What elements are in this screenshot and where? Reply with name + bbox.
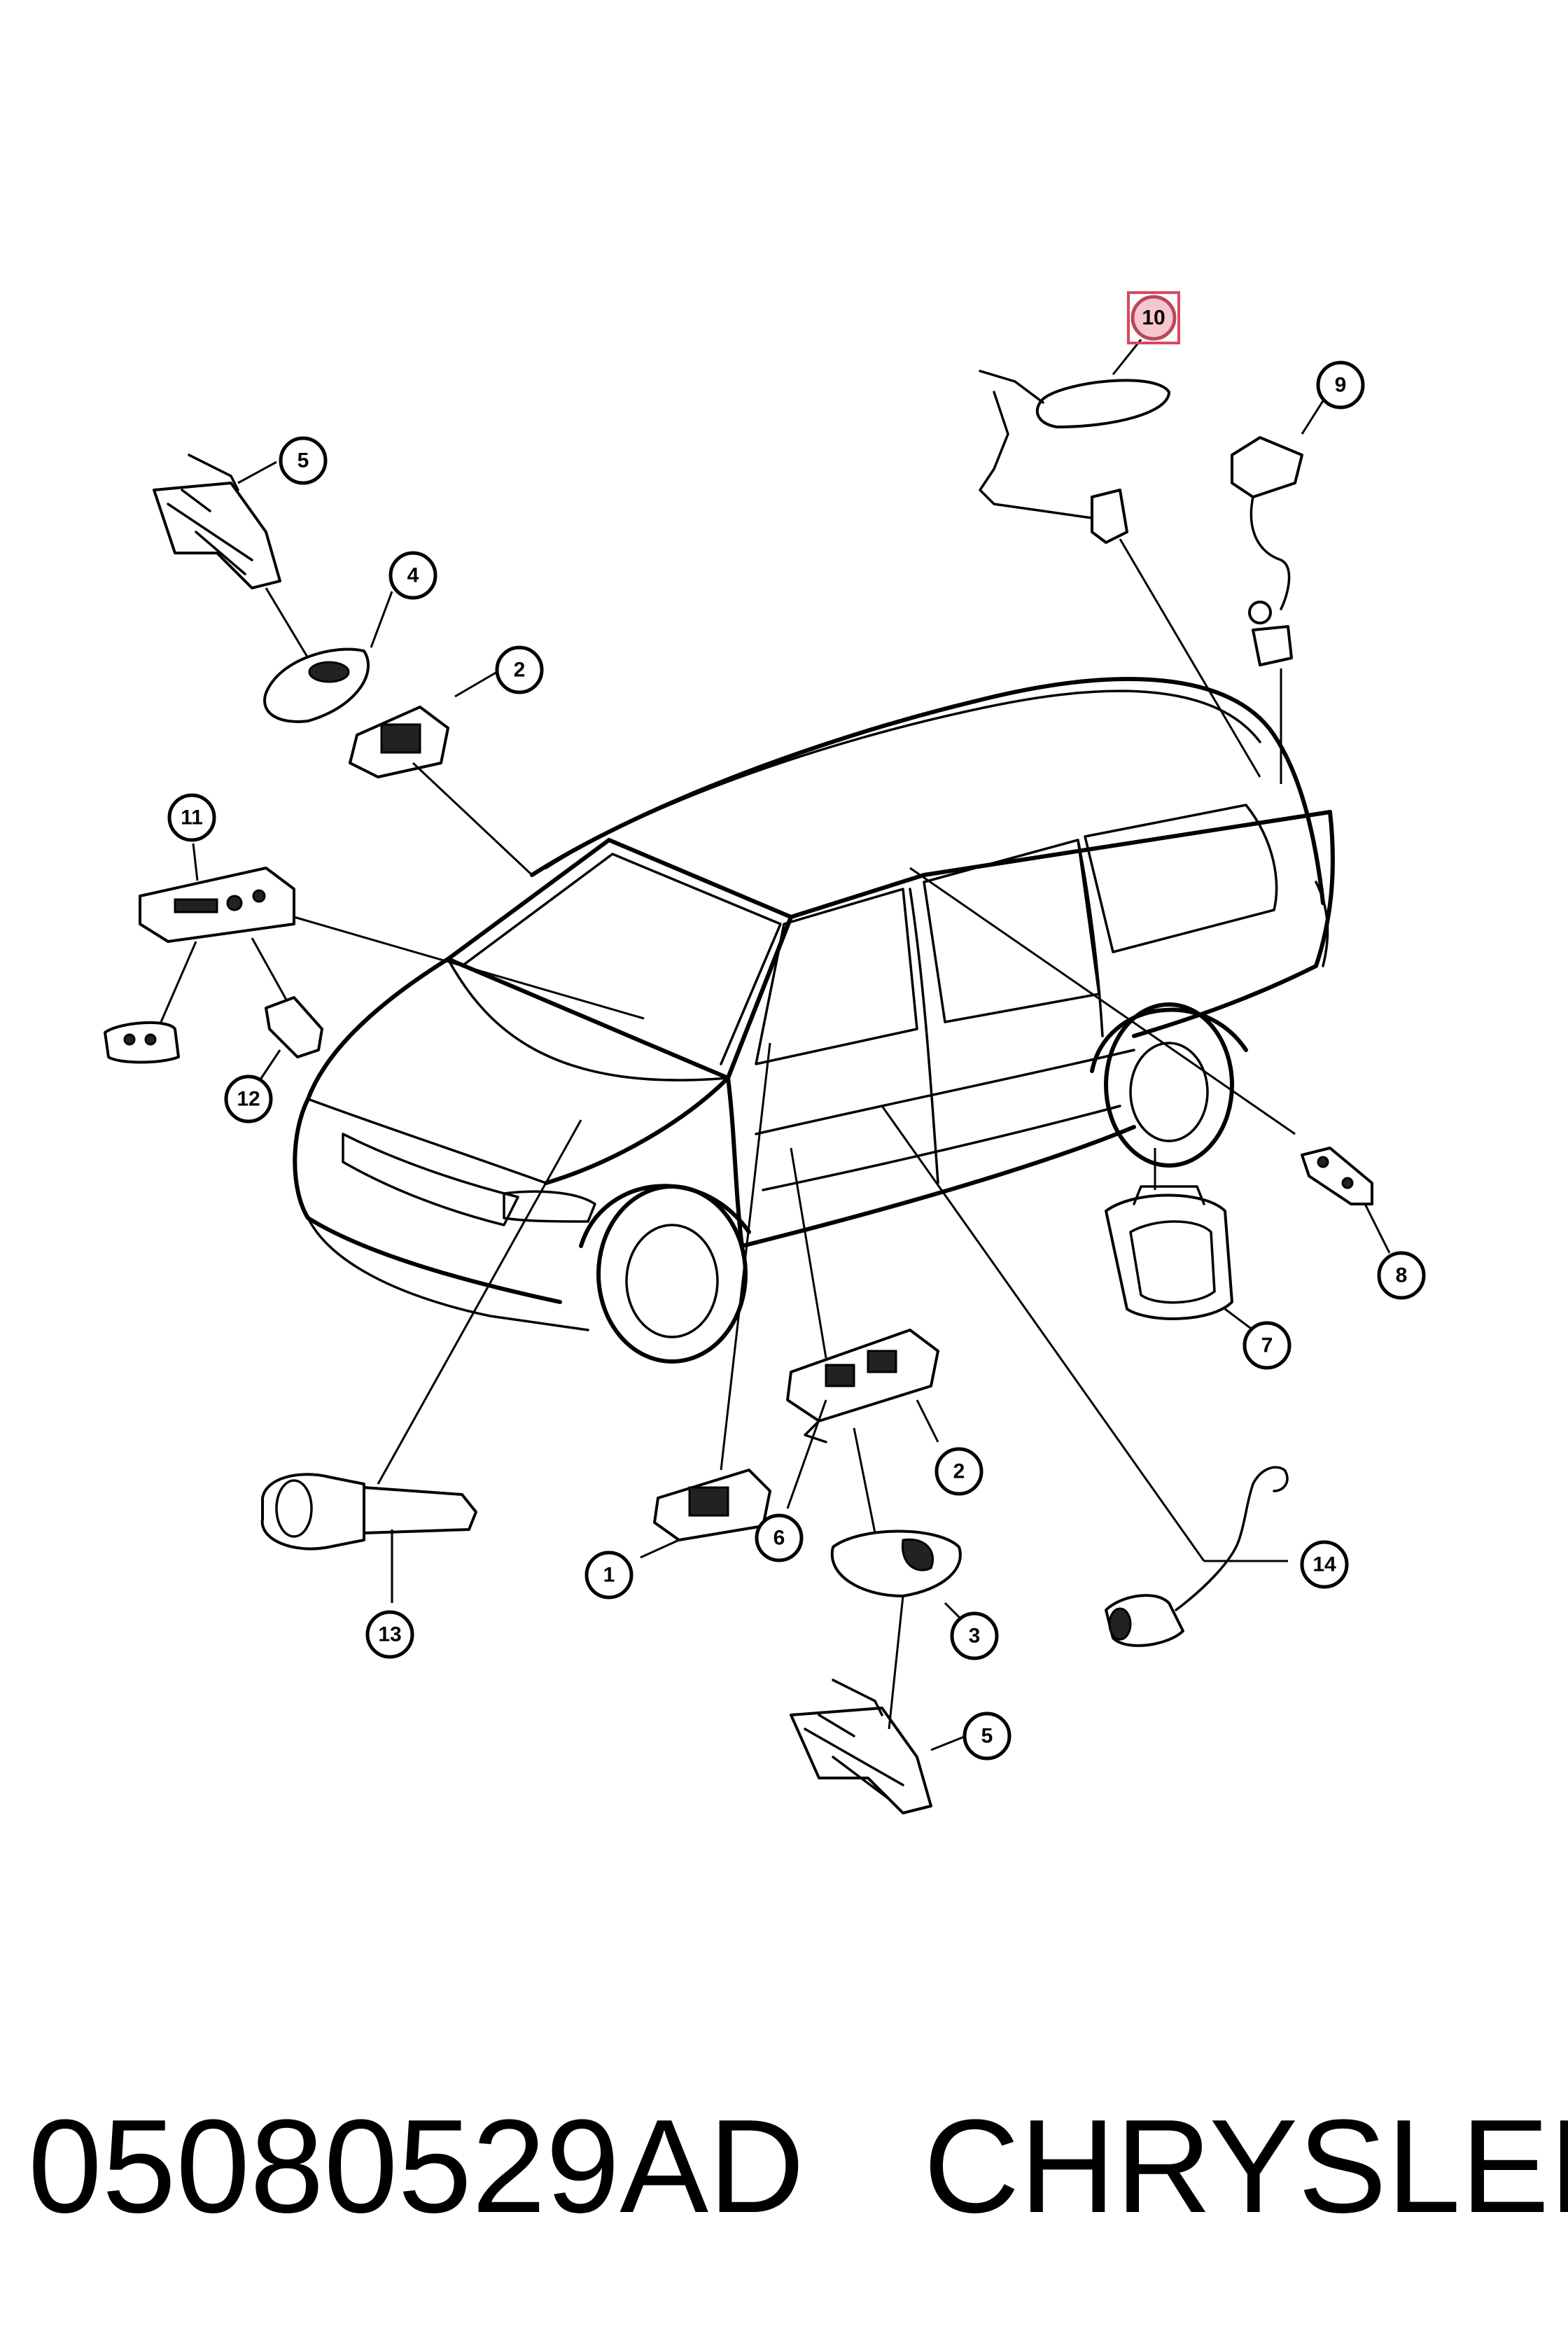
callout-8[interactable]: 8 [1377,1251,1426,1300]
svg-text:7: 7 [1261,1334,1273,1357]
part-10-harness [979,370,1170,544]
part-5-bracket-lower [790,1679,932,1814]
svg-text:11: 11 [181,806,203,830]
leader-lines [160,339,1391,1751]
callout-5-lower[interactable]: 5 [962,1712,1011,1760]
part-4-switch-bezel [263,648,370,723]
brand-name: CHRYSLER [923,2092,1568,2241]
callout-5-upper[interactable]: 5 [279,436,328,485]
callout-3[interactable]: 3 [950,1611,999,1660]
part-13-connector [260,1473,477,1550]
callout-2-lower[interactable]: 2 [934,1447,983,1496]
callout-2-upper[interactable]: 2 [495,645,544,694]
svg-text:14: 14 [1312,1553,1336,1576]
part-2-switch-upper [349,706,449,778]
part-9-sensor-lead [1231,436,1303,666]
svg-text:9: 9 [1335,374,1347,397]
part-12-sensor [265,996,323,1058]
svg-text:6: 6 [774,1527,785,1550]
svg-text:2: 2 [953,1460,965,1483]
svg-text:2: 2 [514,659,526,682]
svg-text:12: 12 [237,1088,260,1111]
part-1-switch [653,1469,771,1541]
callout-10[interactable]: 10 [1127,291,1180,344]
parts-diagram: 10 9 5 4 2 11 12 8 7 2 6 1 [104,291,1426,1814]
part-5-bracket-upper [153,454,281,589]
callout-6[interactable]: 6 [755,1513,804,1562]
part-14-cable [1105,1466,1289,1647]
svg-text:13: 13 [378,1623,401,1646]
callout-1[interactable]: 1 [584,1550,634,1600]
part-7-pad [1105,1185,1233,1320]
minivan-illustration [293,677,1335,1364]
part-info-footer: 05080529AD CHRYSLER [28,2079,1568,2254]
part-8-bracket [1301,1147,1373,1205]
svg-text:5: 5 [298,449,309,472]
svg-text:3: 3 [969,1625,981,1648]
part-11-control-module [139,867,295,943]
callout-7[interactable]: 7 [1242,1321,1292,1370]
svg-text:10: 10 [1142,307,1165,330]
callout-9[interactable]: 9 [1316,360,1365,410]
svg-text:5: 5 [981,1725,993,1748]
part-number: 05080529AD [28,2092,805,2241]
svg-text:1: 1 [603,1564,615,1587]
callout-12[interactable]: 12 [224,1074,273,1124]
svg-text:8: 8 [1396,1264,1408,1287]
part-3-switch-bezel [830,1530,962,1597]
svg-text:4: 4 [407,564,419,587]
callout-13[interactable]: 13 [365,1610,414,1659]
key-fob [104,1021,180,1064]
callout-4[interactable]: 4 [388,551,438,600]
callout-11[interactable]: 11 [167,793,216,842]
part-2-switch-lower [786,1329,939,1443]
callout-14[interactable]: 14 [1300,1540,1349,1589]
